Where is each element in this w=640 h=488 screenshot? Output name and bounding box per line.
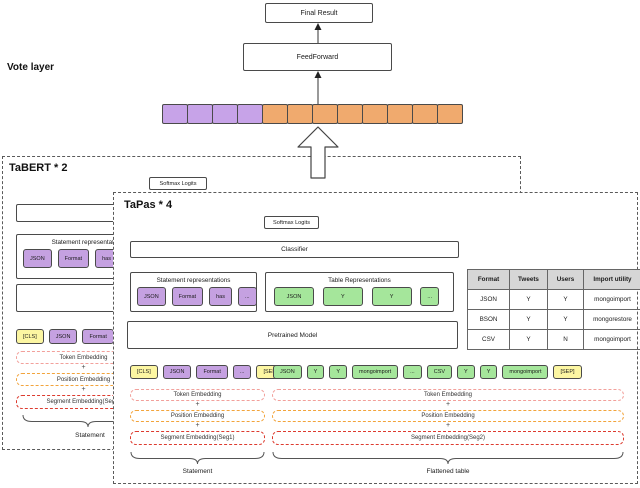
arrow-up-icon: [314, 23, 322, 30]
vote-square-purple: [237, 104, 263, 124]
table-header-cell: Tweets: [509, 269, 548, 290]
token-y: Y: [322, 287, 363, 306]
plus-glyph: +: [195, 422, 200, 429]
token-sep: [SEP]: [553, 365, 582, 379]
token-y: Y: [306, 365, 325, 379]
table-cell: Y: [547, 309, 584, 330]
vote-square-orange: [387, 104, 413, 124]
token-y: Y: [479, 365, 498, 379]
plus-glyph: +: [81, 386, 86, 393]
vote-square-orange: [412, 104, 438, 124]
vote-square-orange: [287, 104, 313, 124]
tapas-pretrained-bar: Pretrained Model: [127, 321, 458, 349]
token-json: JSON: [162, 365, 192, 379]
table-cell: BSON: [467, 309, 510, 330]
token-y: Y: [329, 365, 348, 379]
token-: ...: [237, 287, 257, 306]
token-json: JSON: [23, 249, 52, 268]
tapas-softmax-logits: Softmax Logits: [264, 216, 319, 229]
tapas-statement-reps-tokens: JSON Format has...: [131, 284, 257, 306]
table-header-cell: Import utility: [583, 269, 640, 290]
table-cell: Y: [547, 289, 584, 310]
token-: ...: [420, 287, 439, 306]
token-json: JSON: [137, 287, 166, 306]
table-cell: mongoimport: [583, 329, 640, 350]
plus-glyph: +: [195, 401, 200, 408]
tabert-softmax-logits: Softmax Logits: [149, 177, 207, 190]
table-cell: Y: [509, 289, 548, 310]
tabert-title: TaBERT * 2: [9, 162, 68, 174]
token-json: JSON: [274, 287, 314, 306]
token-json: JSON: [273, 365, 302, 379]
arrow-up-icon: [314, 71, 322, 78]
token-mongoimport: mongoimport: [352, 365, 399, 379]
tapas-statement-position-embedding: Position Embedding: [130, 410, 265, 422]
vote-square-purple: [212, 104, 238, 124]
tapas-statement-reps-title: Statement representations: [156, 277, 231, 284]
tapas-table-position-embedding: Position Embedding: [272, 410, 624, 422]
feedforward-box: FeedForward: [243, 43, 392, 71]
tapas-table-segment-embedding: Segment Embedding(Seg2): [272, 431, 624, 445]
token-format: Format: [196, 365, 228, 379]
table-cell: Y: [509, 309, 548, 330]
token-csv: CSV: [426, 365, 453, 379]
token-cls: [CLS]: [16, 329, 44, 344]
vote-square-orange: [337, 104, 363, 124]
tapas-statement-reps: Statement representations JSON Format has.…: [130, 272, 257, 312]
token-cls: [CLS]: [130, 365, 158, 379]
token-y: Y: [457, 365, 475, 379]
token-: ...: [232, 365, 252, 379]
token-has: has: [209, 287, 232, 306]
plus-glyph: +: [445, 422, 451, 429]
vote-square-orange: [312, 104, 338, 124]
tapas-title: TaPas * 4: [124, 199, 173, 211]
token-format: Format: [82, 329, 114, 344]
token-format: Format: [57, 249, 90, 268]
vote-square-orange: [262, 104, 288, 124]
tapas-table-token-embedding: Token Embedding: [272, 389, 624, 401]
table-cell: CSV: [467, 329, 510, 350]
vote-square-purple: [162, 104, 188, 124]
token-format: Format: [171, 287, 204, 306]
tabert-statement-reps-title: Statement representations: [51, 239, 126, 246]
plus-glyph: +: [81, 364, 86, 371]
token-y: Y: [371, 287, 412, 306]
tapas-table-brace-label: Flattened table: [426, 468, 470, 475]
token-mongoimport: mongoimport: [502, 365, 549, 379]
vote-square-orange: [362, 104, 388, 124]
table-header-cell: Users: [547, 269, 584, 290]
token-: ...: [403, 365, 422, 379]
tapas-statement-brace-label: Statement: [182, 468, 213, 475]
table-cell: Y: [509, 329, 548, 350]
tapas-statement-segment-embedding: Segment Embedding(Seg1): [130, 431, 265, 445]
underbrace-icon: [130, 451, 265, 465]
table-cell: N: [547, 329, 584, 350]
tabert-brace-label: Statement: [75, 432, 105, 439]
underbrace-icon: [272, 451, 624, 465]
plus-glyph: +: [445, 401, 451, 408]
final-result-box: Final Result: [265, 3, 373, 23]
table-cell: mongorestore: [583, 309, 640, 330]
table-header-cell: Format: [467, 269, 510, 290]
tapas-classifier-bar: Classifier: [130, 241, 459, 258]
vote-square-purple: [187, 104, 213, 124]
table-cell: mongoimport: [583, 289, 640, 310]
tapas-statement-token-embedding: Token Embedding: [130, 389, 265, 401]
table-cell: JSON: [467, 289, 510, 310]
token-json: JSON: [48, 329, 78, 344]
vote-square-orange: [437, 104, 463, 124]
tapas-group: TaPas * 4 Softmax Logits Classifier Stat…: [113, 192, 640, 484]
vote-layer-label: Vote layer: [7, 62, 55, 73]
vote-squares: [162, 104, 463, 124]
tapas-table-reps-title: Table Representations: [328, 277, 391, 284]
